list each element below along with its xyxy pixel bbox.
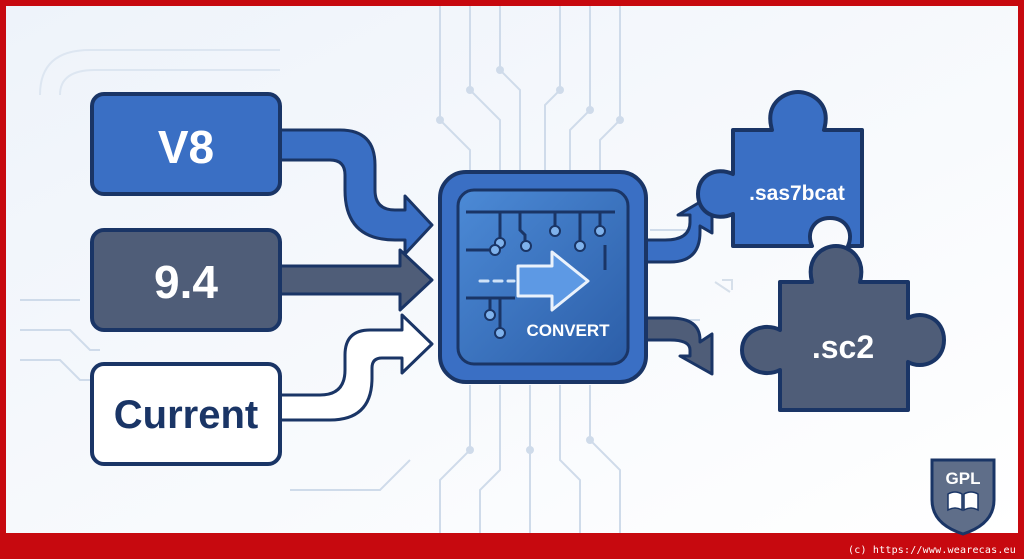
- input-box-94: 9.4: [90, 228, 282, 332]
- gpl-label: GPL: [946, 469, 981, 488]
- input-label-current: Current: [114, 393, 258, 437]
- output-piece-sas7bcat: .sas7bcat: [696, 90, 864, 248]
- output-piece-sc2: .sc2: [740, 244, 946, 412]
- small-link-icon: [714, 279, 733, 293]
- input-box-current: Current: [90, 362, 282, 466]
- chip-circuit-lines: [466, 210, 615, 330]
- input-label-v8: V8: [158, 121, 214, 173]
- footer-copyright: (c) https://www.wearecas.eu: [848, 545, 1016, 556]
- arrow-v8-to-converter: [278, 128, 434, 256]
- input-label-94: 9.4: [154, 256, 218, 308]
- book-icon: [947, 491, 979, 512]
- arrow-converter-to-sc2: [638, 316, 714, 376]
- input-box-v8: V8: [90, 92, 282, 196]
- converter-label: CONVERT: [526, 321, 610, 340]
- chip-forward-arrow-icon: [516, 250, 590, 312]
- output-label-sas7bcat: .sas7bcat: [749, 182, 845, 205]
- circuit-nodes: [436, 66, 624, 454]
- arrow-current-to-converter: [278, 313, 434, 422]
- chip-nodes: [484, 225, 606, 339]
- output-label-sc2: .sc2: [812, 329, 874, 365]
- converter-chip: CONVERT: [438, 170, 648, 384]
- arrow-94-to-converter: [278, 248, 434, 312]
- circuit-traces: [20, 6, 700, 533]
- background-panel: [39, 49, 280, 96]
- gpl-shield-badge: GPL: [930, 458, 996, 536]
